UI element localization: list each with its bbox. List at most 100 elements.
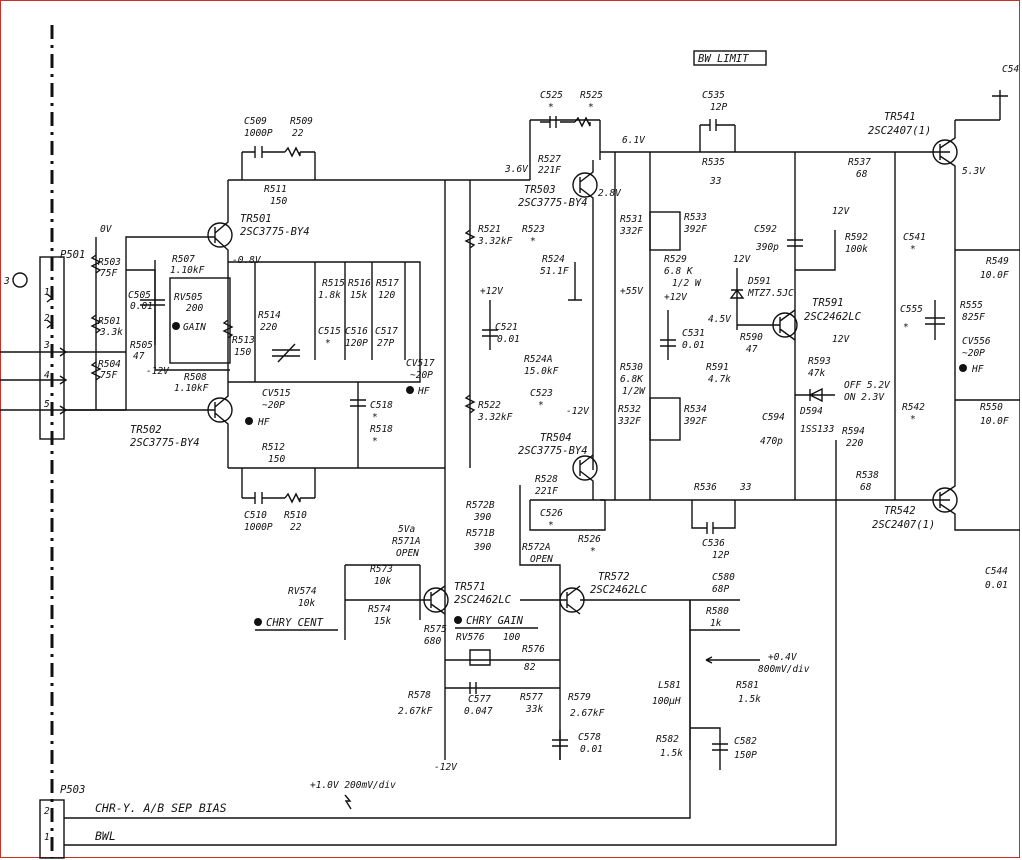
r572a-val: OPEN <box>530 554 553 565</box>
tr502-transistor: TR502 2SC3775-BY4 <box>64 382 233 468</box>
c525-val: * <box>548 102 554 113</box>
scope-note: +1.0V 200mV/div <box>310 780 396 791</box>
bw-limit-box <box>693 50 767 66</box>
tr542-ref: TR542 <box>884 505 916 517</box>
v28-label: 2.8V <box>598 188 622 199</box>
r525-ref: R525 <box>580 90 603 101</box>
r575-val: 680 <box>424 636 441 647</box>
r591-ref: R591 <box>706 362 729 373</box>
r503-ref: R503 <box>98 257 121 268</box>
r571a-ref: R571A <box>392 536 421 547</box>
c526-val: * <box>548 520 554 531</box>
tr504-ref: TR504 <box>540 432 572 444</box>
connector-p501-label: P501 <box>60 249 85 261</box>
d591-part: MTZ7.5JC <box>747 288 794 299</box>
d594-part: 1SS133 <box>800 424 835 435</box>
vm12b-label: -12V <box>566 406 590 417</box>
r512-val: 150 <box>268 454 285 465</box>
rv505-ref: RV505 <box>174 292 203 303</box>
hf2-adjust-marker <box>406 386 414 394</box>
c515-val: * <box>325 338 331 349</box>
chry-cent-label: CHRY CENT <box>266 617 324 629</box>
vm08-label: -0.8V <box>232 255 262 266</box>
c521-val: 0.01 <box>497 334 520 345</box>
r518-ref: R518 <box>370 424 393 435</box>
p501-side-label: 3 <box>3 276 10 287</box>
tr541-symbol <box>932 139 958 165</box>
c509-ref: C509 <box>244 116 267 127</box>
c594-ref: C594 <box>762 412 785 423</box>
tr591-block: C592 390p 12V R592 100k 12V D591 MTZ7.5J… <box>706 152 891 500</box>
r594-ref: R594 <box>842 426 865 437</box>
tr502-ref: TR502 <box>130 424 162 436</box>
r528-val: 221F <box>535 486 558 497</box>
cv517-val: ~20P <box>410 370 433 381</box>
c535-ref: C535 <box>702 90 725 101</box>
c531-ref: C531 <box>682 328 705 339</box>
c510-val: 1000P <box>244 522 273 533</box>
r532-val: 332F <box>617 416 641 427</box>
r580-val: 1k <box>710 618 722 629</box>
r593-ref: R593 <box>808 356 831 367</box>
r513-val: 150 <box>234 347 251 358</box>
connector-p503: P503 2 1 CHR-Y. A/B SEP BIAS BWL +1.0V 2… <box>39 440 837 859</box>
cv515-ref: CV515 <box>262 388 291 399</box>
off-label: OFF 5.2V <box>844 380 891 391</box>
r571a-val: OPEN <box>396 548 419 559</box>
r579-val: 2.67kF <box>570 708 605 719</box>
r572b-ref: R572B <box>466 500 495 511</box>
r538-val: 68 <box>860 482 872 493</box>
gain-box <box>169 277 231 364</box>
tr572-part: 2SC2462LC <box>590 584 648 596</box>
c505-ref: C505 <box>128 290 151 301</box>
hf2-label: HF <box>417 386 430 397</box>
r510-ref: R510 <box>284 510 307 521</box>
tr504-part: 2SC3775-BY4 <box>518 445 588 457</box>
r593-val: 47k <box>808 368 825 379</box>
r509-val: 22 <box>292 128 304 139</box>
r575-ref: R575 <box>424 624 447 635</box>
vp12a-label: +12V <box>480 286 504 297</box>
cv556-val: ~20P <box>962 348 985 359</box>
p501-pin-4: 4 <box>44 370 50 381</box>
tr591-part: 2SC2462LC <box>804 311 862 323</box>
r528-ref: R528 <box>535 474 558 485</box>
v45-label: 4.5V <box>708 314 732 325</box>
r518-val: * <box>372 436 378 447</box>
c523-val: * <box>538 400 544 411</box>
tr541-part: 2SC2407(1) <box>868 125 931 137</box>
c521-ref: C521 <box>495 322 518 333</box>
vp55-label: +55V <box>620 286 644 297</box>
r590-ref: R590 <box>740 332 763 343</box>
d591-ref: D591 <box>747 276 771 287</box>
r503-val: 75F <box>100 268 117 279</box>
tr502-part: 2SC3775-BY4 <box>130 437 200 449</box>
c577-val: 0.047 <box>464 706 493 717</box>
emitter-network: R513 150 R514 220 R515 1.8k C515 * R516 … <box>222 261 435 468</box>
v12b-label: 12V <box>733 254 751 265</box>
tr591-ref: TR591 <box>812 297 844 309</box>
r526-ref: R526 <box>578 534 601 545</box>
r537-ref: R537 <box>848 157 871 168</box>
c509-val: 1000P <box>244 128 273 139</box>
mid-stage: 6.1V C535 12P R535 33 R531 332F R533 392… <box>600 90 950 561</box>
r577-val: 33k <box>525 704 543 715</box>
r508-val: 1.10kF <box>174 383 209 394</box>
r509-ref: R509 <box>290 116 313 127</box>
tr501-transistor: TR501 2SC3775-BY4 -0.8V <box>207 180 310 266</box>
c541-val: * <box>910 244 916 255</box>
cv517-ref: CV517 <box>406 358 435 369</box>
wave-div-label: 800mV/div <box>758 664 810 675</box>
chroma-circuit: R571A OPEN 5Va R572B 390 R571B 390 R572A… <box>254 468 810 773</box>
r508-ref: R508 <box>184 372 207 383</box>
tr503-symbol <box>572 172 598 198</box>
r525-val: * <box>588 102 594 113</box>
r578-val: 2.67kF <box>398 706 433 717</box>
c555-val: * <box>903 322 909 333</box>
r501-val: 3.3k <box>99 327 123 338</box>
c525-ref: C525 <box>540 90 563 101</box>
r530-watt: 1/2W <box>622 386 646 397</box>
gain-adjust-marker <box>172 322 180 330</box>
r527-ref: R527 <box>538 154 561 165</box>
